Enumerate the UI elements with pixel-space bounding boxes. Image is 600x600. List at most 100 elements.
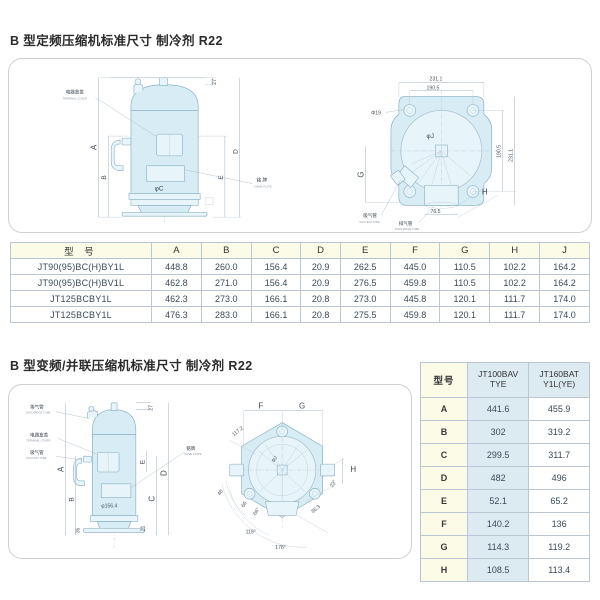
label-cn-suction-tube: 吸气管 (363, 212, 377, 219)
svg-text:76.5: 76.5 (430, 209, 440, 215)
col-header-model: 型号 (420, 362, 468, 398)
cell-model: JT125BCBY1L (10, 306, 152, 323)
cell-jt160-d: 496 (528, 466, 590, 490)
label-terminal-cover-bottom: 电器盒盖 TERMINAL COVER (26, 431, 98, 455)
table-row: JT90(95)BC(H)BV1L 462.8 271.0 156.4 20.9… (10, 274, 590, 291)
label-cn-discharge-tube: 排气管 (399, 220, 413, 227)
cell-d: 20.8 (300, 306, 341, 323)
row-label-e: E (420, 489, 468, 513)
technical-drawing-bottom: φ156.4 21 35 A B C D E 27 排气管 DISCHARGE … (26, 402, 357, 551)
dim-letter-h-bottom: H (350, 465, 356, 474)
dim-phi-j-bottom: φJ (270, 455, 279, 464)
cell-jt160-a: 455.9 (528, 397, 590, 421)
cell-jt100-g: 114.3 (466, 535, 530, 559)
cell-f: 459.8 (389, 274, 441, 291)
cell-a: 462.8 (151, 274, 202, 291)
bottom-view-bottom: F G H 117.2 φJ 48 66 66° 119° 178° 23° (217, 402, 357, 551)
cell-e: 273.0 (339, 290, 391, 307)
cell-jt100-d: 482 (466, 466, 530, 490)
table-row: JT90(95)BC(H)BY1L 448.8 260.0 156.4 20.9… (10, 258, 590, 275)
cell-model: JT90(95)BC(H)BV1L (10, 274, 152, 291)
cell-d: 20.8 (300, 290, 341, 307)
header-line-1: JT100BAV (478, 369, 519, 380)
cell-b: 260.0 (200, 258, 252, 275)
label-terminal-cover-top: 电器盒盖 TERMINAL COVER (63, 89, 156, 137)
cell-jt160-c: 311.7 (528, 443, 590, 467)
label-en-terminal-cover: TERMINAL COVER (26, 438, 50, 442)
dim-phi-1564: φ156.4 (101, 504, 117, 510)
cell-h: 102.2 (489, 258, 541, 275)
cell-h: 111.7 (489, 290, 541, 307)
table-row: C 299.5 311.7 (420, 443, 590, 467)
cell-jt100-a: 441.6 (466, 397, 530, 421)
svg-text:27: 27 (212, 79, 218, 85)
label-en-discharge-tube: DISCHARGE TUBE (26, 411, 51, 415)
col-header-jt100bavtye: JT100BAV TYE (466, 362, 530, 398)
cell-e: 276.5 (339, 274, 391, 291)
cell-jt100-c: 299.5 (466, 443, 530, 467)
cell-e: 262.5 (339, 258, 391, 275)
cell-jt160-f: 136 (528, 512, 590, 536)
col-header-a: A (151, 242, 202, 259)
cell-a: 476.3 (151, 306, 202, 323)
table-row: G 114.3 119.2 (420, 535, 590, 559)
label-en-suction-tube: SUCTION TUBE (26, 456, 47, 460)
cell-jt100-f: 140.2 (466, 512, 530, 536)
col-header-jt160baty1lye: JT160BAT Y1L(YE) (528, 362, 590, 398)
cell-model: JT125BCBY1L (10, 290, 152, 307)
dim-letter-f: F (258, 402, 263, 411)
cell-jt160-b: 319.2 (528, 420, 590, 444)
row-label-f: F (420, 512, 468, 536)
col-header-e: E (339, 242, 391, 259)
label-cn-terminal-cover: 电器盒盖 (66, 89, 85, 96)
spec-table-fixed-frequency: 型 号 A B C D E F G H J JT90(95)BC(H)BY1L … (10, 242, 590, 323)
header-line-2: Y1L(YE) (543, 379, 576, 389)
cell-b: 283.0 (200, 306, 252, 323)
section-title-inverter-parallel: B 型变频/并联压缩机标准尺寸 制冷剂 R22 (10, 359, 253, 373)
row-label-b: B (420, 420, 468, 444)
cell-c: 166.1 (250, 306, 302, 323)
col-header-d: D (300, 242, 341, 259)
cell-model: JT90(95)BC(H)BY1L (10, 258, 152, 275)
drawing-panel-fixed-frequency: φC 27 A B E D (8, 58, 592, 233)
row-label-d: D (420, 466, 468, 490)
col-header-g: G (439, 242, 491, 259)
row-label-h: H (420, 558, 468, 582)
label-discharge-tube-bottom: 排气管 DISCHARGE TUBE (26, 404, 90, 419)
cell-d: 20.9 (300, 258, 341, 275)
label-name-plate-bottom: 铭牌 NAME PLATE (130, 445, 202, 488)
label-cn-name-plate: 铭 牌 (257, 177, 268, 184)
cell-a: 448.8 (151, 258, 202, 275)
cell-jt100-e: 52.1 (466, 489, 530, 513)
cell-jt160-h: 113.4 (528, 558, 590, 582)
label-cn-discharge-tube: 排气管 (30, 404, 44, 411)
dim-phi-j: φJ (427, 133, 434, 140)
table-header-row: 型号 JT100BAV TYE JT160BAT Y1L(YE) (420, 362, 590, 398)
cell-j: 164.2 (539, 258, 590, 275)
cell-c: 156.4 (250, 258, 302, 275)
svg-text:φC: φC (155, 185, 164, 192)
table-row: F 140.2 136 (420, 512, 590, 536)
table-row: H 108.5 113.4 (420, 558, 590, 582)
dim-letter-h-top: H (482, 187, 488, 196)
table-row: D 482 496 (420, 466, 590, 490)
cell-j: 174.0 (539, 306, 590, 323)
label-en-name-plate: NAME PLATE (255, 185, 272, 189)
cell-f: 445.8 (389, 290, 441, 307)
header-line-1: JT160BAT (539, 369, 579, 380)
front-view-top: φC 27 A B E D (63, 76, 272, 223)
svg-text:231.1: 231.1 (509, 149, 515, 162)
cell-j: 164.2 (539, 274, 590, 291)
table-row: JT125BCBY1L 476.3 283.0 166.1 20.8 275.5… (10, 306, 590, 323)
svg-text:B: B (69, 497, 76, 501)
col-header-c: C (250, 242, 302, 259)
label-en-discharge-tube: DISCHARGE TUBE (395, 227, 420, 231)
header-line-2: TYE (489, 379, 507, 389)
svg-text:119°: 119° (246, 529, 256, 535)
label-suction-tube-top: 吸气管 SUCTION TUBE (359, 179, 402, 224)
col-header-h: H (489, 242, 541, 259)
cell-e: 275.5 (339, 306, 391, 323)
svg-text:D: D (233, 149, 240, 154)
svg-text:G: G (356, 171, 365, 177)
label-cn-terminal-cover: 电器盒盖 (30, 431, 49, 438)
